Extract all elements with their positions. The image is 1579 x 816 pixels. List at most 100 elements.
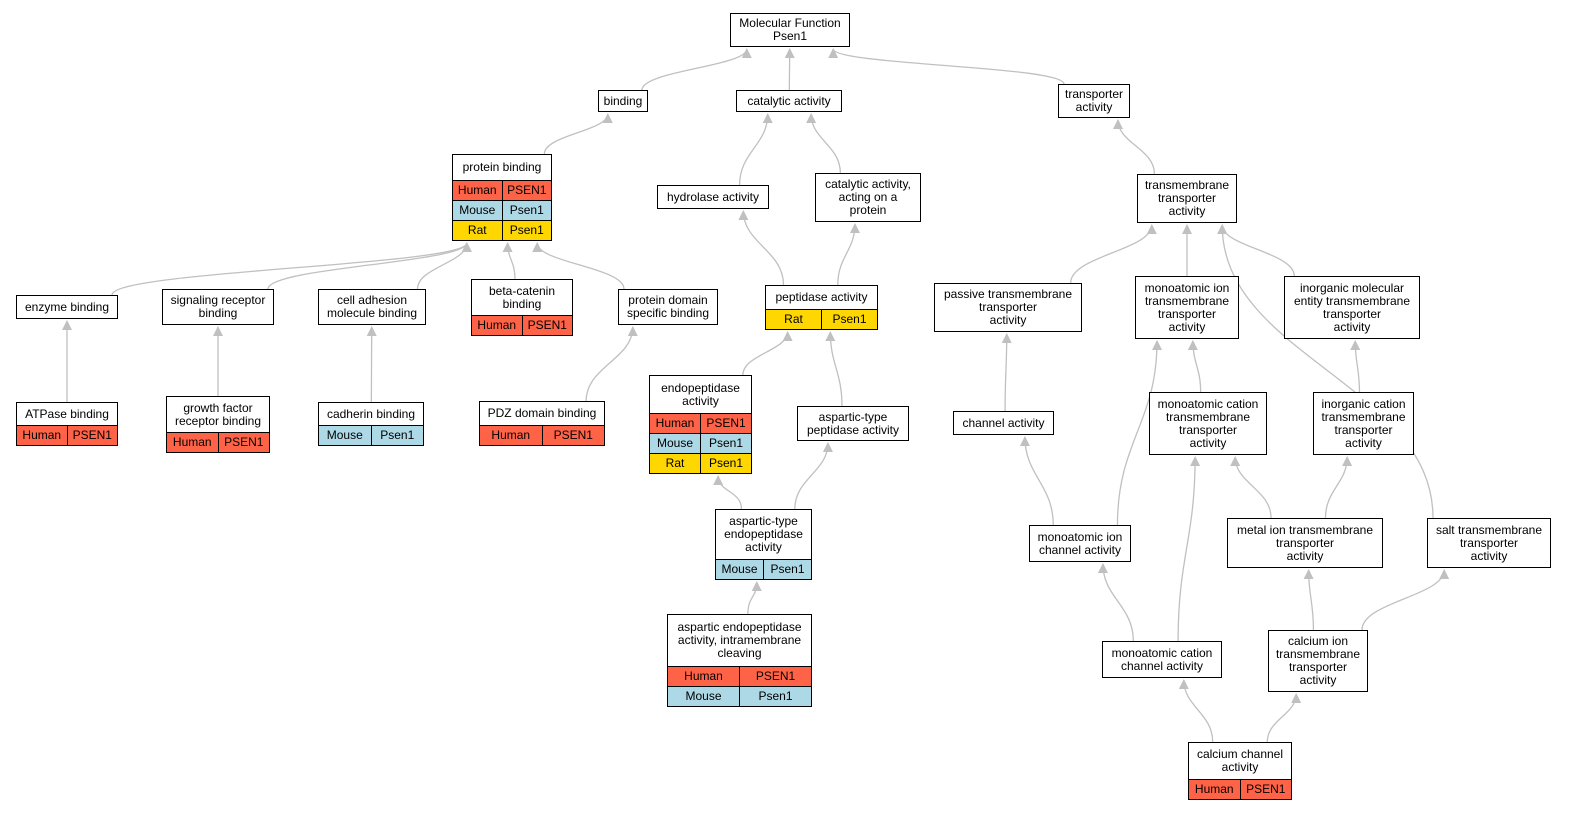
node-label: calcium ion transmembrane transporter ac…: [1275, 634, 1361, 687]
species-name: Human: [457, 183, 497, 197]
edge-monoatomic-cation-channel-to-monoatomic-ion-channel: [1097, 563, 1134, 642]
node-label: PDZ domain binding: [487, 406, 597, 420]
gene-symbol: Psen1: [739, 687, 811, 706]
node-label: monoatomic ion transmembrane transporter…: [1144, 280, 1230, 334]
node-binding[interactable]: binding: [598, 90, 648, 112]
species-row-human: Human PSEN1: [1189, 779, 1291, 799]
node-label: binding: [603, 93, 643, 108]
edge-calcium-ion-transmembrane-transporter-to-salt-transmembrane-transporter: [1361, 569, 1450, 631]
node-protein-domain-specific-binding[interactable]: protein domain specific binding: [618, 289, 718, 325]
edge-transmembrane-transporter-to-transporter-activity: [1113, 119, 1156, 175]
node-label: growth factor receptor binding: [174, 400, 262, 428]
node-label: signaling receptor binding: [170, 293, 266, 320]
edge-aspartic-type-endopeptidase-to-aspartic-type-peptidase: [794, 442, 833, 510]
species-name: Mouse: [326, 428, 363, 442]
species-name: Human: [684, 669, 723, 683]
node-calcium-ion-transmembrane-transporter[interactable]: calcium ion transmembrane transporter ac…: [1268, 630, 1368, 692]
gene-symbol: PSEN1: [501, 181, 552, 200]
edge-calcium-channel-activity-to-monoatomic-cation-channel: [1178, 679, 1214, 743]
gene-symbol: Psen1: [501, 221, 552, 240]
node-label: endopeptidase activity: [661, 380, 740, 408]
node-inorganic-molecular-entity-transmembrane-transporter[interactable]: inorganic molecular entity transmembrane…: [1284, 276, 1420, 339]
node-aspartic-endopeptidase-intramembrane[interactable]: aspartic endopeptidase activity, intrame…: [667, 614, 812, 707]
edge-peptidase-activity-to-hydrolase-activity: [738, 210, 785, 286]
edge-monoatomic-ion-channel-to-monoatomic-ion-transmembrane-transporter: [1116, 340, 1163, 526]
edge-monoatomic-ion-channel-to-channel-activity: [1019, 436, 1054, 526]
node-label: metal ion transmembrane transporter acti…: [1236, 522, 1374, 563]
node-passive-transmembrane-transporter[interactable]: passive transmembrane transporter activi…: [934, 283, 1082, 332]
node-signaling-receptor-binding[interactable]: signaling receptor binding: [162, 289, 274, 325]
node-aspartic-type-peptidase[interactable]: aspartic-type peptidase activity: [797, 406, 909, 441]
edge-aspartic-type-peptidase-to-peptidase-activity: [825, 331, 843, 407]
node-monoatomic-cation-transmembrane-transporter[interactable]: monoatomic cation transmembrane transpor…: [1149, 392, 1267, 455]
node-transporter-activity[interactable]: transporter activity: [1058, 84, 1130, 118]
species-row-mouse: Mouse Psen1: [668, 686, 811, 706]
node-enzyme-binding[interactable]: enzyme binding: [16, 295, 118, 319]
node-hydrolase-activity[interactable]: hydrolase activity: [657, 185, 769, 209]
edge-pdz-domain-binding-to-protein-domain-specific-binding: [585, 326, 638, 402]
gene-symbol: PSEN1: [521, 316, 573, 335]
edge-peptidase-activity-to-catalytic-acting-on-protein: [837, 223, 860, 286]
node-monoatomic-ion-transmembrane-transporter[interactable]: monoatomic ion transmembrane transporter…: [1135, 276, 1239, 339]
edge-endopeptidase-activity-to-peptidase-activity: [742, 331, 793, 376]
node-label: inorganic molecular entity transmembrane…: [1293, 280, 1411, 334]
node-label: catalytic activity, acting on a protein: [825, 177, 911, 217]
gene-symbol: Psen1: [700, 454, 751, 473]
species-name: Mouse: [656, 436, 694, 450]
species-name: Mouse: [459, 203, 496, 217]
node-label: protein binding: [462, 160, 542, 174]
node-molecular-function[interactable]: Molecular Function Psen1: [730, 13, 850, 47]
node-label: cadherin binding: [326, 406, 416, 421]
node-inorganic-cation-transmembrane-transporter[interactable]: inorganic cation transmembrane transport…: [1313, 392, 1414, 455]
node-metal-ion-transmembrane-transporter[interactable]: metal ion transmembrane transporter acti…: [1227, 518, 1383, 568]
species-name: Mouse: [721, 562, 758, 576]
node-label: beta-catenin binding: [488, 283, 556, 311]
species-name: Human: [1194, 782, 1234, 796]
edge-protein-domain-specific-binding-to-protein-binding: [532, 242, 625, 290]
node-monoatomic-cation-channel[interactable]: monoatomic cation channel activity: [1102, 641, 1222, 678]
gene-symbol: Psen1: [821, 310, 877, 329]
node-label: ATPase binding: [25, 406, 109, 421]
node-catalytic-activity[interactable]: catalytic activity: [736, 90, 842, 112]
species-name: Human: [22, 428, 62, 442]
species-row-human: Human PSEN1: [453, 180, 551, 200]
edge-signaling-receptor-binding-to-protein-binding: [267, 242, 472, 290]
node-label: calcium channel activity: [1196, 747, 1284, 774]
species-name: Human: [491, 428, 531, 442]
node-channel-activity[interactable]: channel activity: [953, 411, 1054, 435]
species-name: Mouse: [685, 689, 722, 703]
node-label: transporter activity: [1064, 87, 1124, 114]
node-catalytic-acting-on-protein[interactable]: catalytic activity, acting on a protein: [815, 173, 921, 222]
edge-hydrolase-activity-to-catalytic-activity: [738, 113, 773, 186]
edge-channel-activity-to-passive-transmembrane-transporter: [1001, 333, 1012, 412]
node-salt-transmembrane-transporter[interactable]: salt transmembrane transporter activity: [1427, 518, 1551, 568]
edge-beta-catenin-binding-to-protein-binding: [502, 242, 516, 280]
node-monoatomic-ion-channel[interactable]: monoatomic ion channel activity: [1029, 525, 1131, 562]
edge-calcium-channel-activity-to-calcium-ion-transmembrane-transporter: [1266, 693, 1302, 743]
gene-symbol: PSEN1: [1239, 780, 1292, 799]
node-cell-adhesion-molecule-binding[interactable]: cell adhesion molecule binding: [318, 289, 426, 325]
edge-metal-ion-transmembrane-transporter-to-inorganic-cation-transmembrane-transporter: [1324, 456, 1353, 519]
node-transmembrane-transporter[interactable]: transmembrane transporter activity: [1137, 174, 1237, 223]
edge-monoatomic-cation-transmembrane-transporter-to-monoatomic-ion-transmembrane-transporter: [1187, 340, 1202, 393]
edge-salt-transmembrane-transporter-to-transmembrane-transporter: [1217, 224, 1434, 519]
edge-metal-ion-transmembrane-transporter-to-monoatomic-cation-transmembrane-transporter: [1230, 456, 1272, 519]
